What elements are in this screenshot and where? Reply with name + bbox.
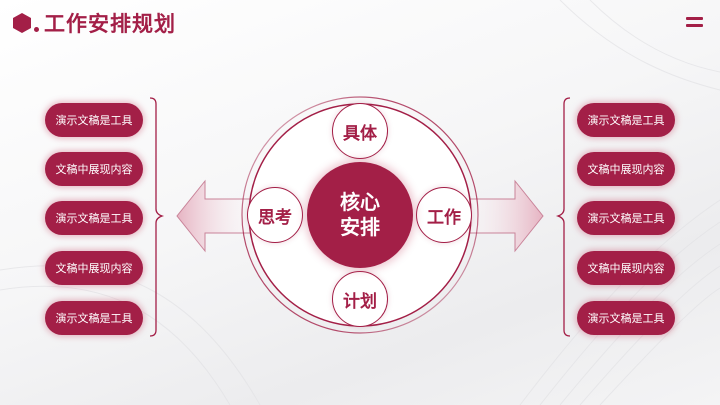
left-brace bbox=[149, 97, 165, 337]
right-brace bbox=[555, 97, 571, 337]
hamburger-menu-icon[interactable] bbox=[686, 17, 703, 31]
outer-ring bbox=[241, 96, 479, 334]
satellite-right: 工作 bbox=[416, 187, 472, 243]
title-dot bbox=[34, 26, 39, 32]
satellite-top: 具体 bbox=[332, 103, 388, 159]
satellite-left: 思考 bbox=[247, 187, 303, 243]
core-circle: 核心 安排 bbox=[307, 162, 413, 268]
right-list-item: 演示文稿是工具 bbox=[577, 301, 675, 335]
right-list-item: 文稿中展现内容 bbox=[577, 251, 675, 285]
page-title: 工作安排规划 bbox=[44, 12, 176, 36]
left-arrow-icon bbox=[176, 179, 255, 253]
left-list-item: 演示文稿是工具 bbox=[45, 201, 143, 235]
right-list-item: 演示文稿是工具 bbox=[577, 201, 675, 235]
left-list-item: 演示文稿是工具 bbox=[45, 301, 143, 335]
right-arrow-icon bbox=[465, 179, 544, 253]
left-list-item: 文稿中展现内容 bbox=[45, 251, 143, 285]
left-list-item: 演示文稿是工具 bbox=[45, 103, 143, 137]
core-label-line2: 安排 bbox=[340, 215, 380, 239]
left-list-item: 文稿中展现内容 bbox=[45, 152, 143, 186]
right-list-item: 演示文稿是工具 bbox=[577, 103, 675, 137]
page-header: 工作安排规划 bbox=[12, 8, 176, 38]
hexagon-icon bbox=[13, 13, 31, 33]
core-label-line1: 核心 bbox=[340, 190, 380, 214]
right-list-item: 文稿中展现内容 bbox=[577, 152, 675, 186]
satellite-bottom: 计划 bbox=[332, 271, 388, 327]
